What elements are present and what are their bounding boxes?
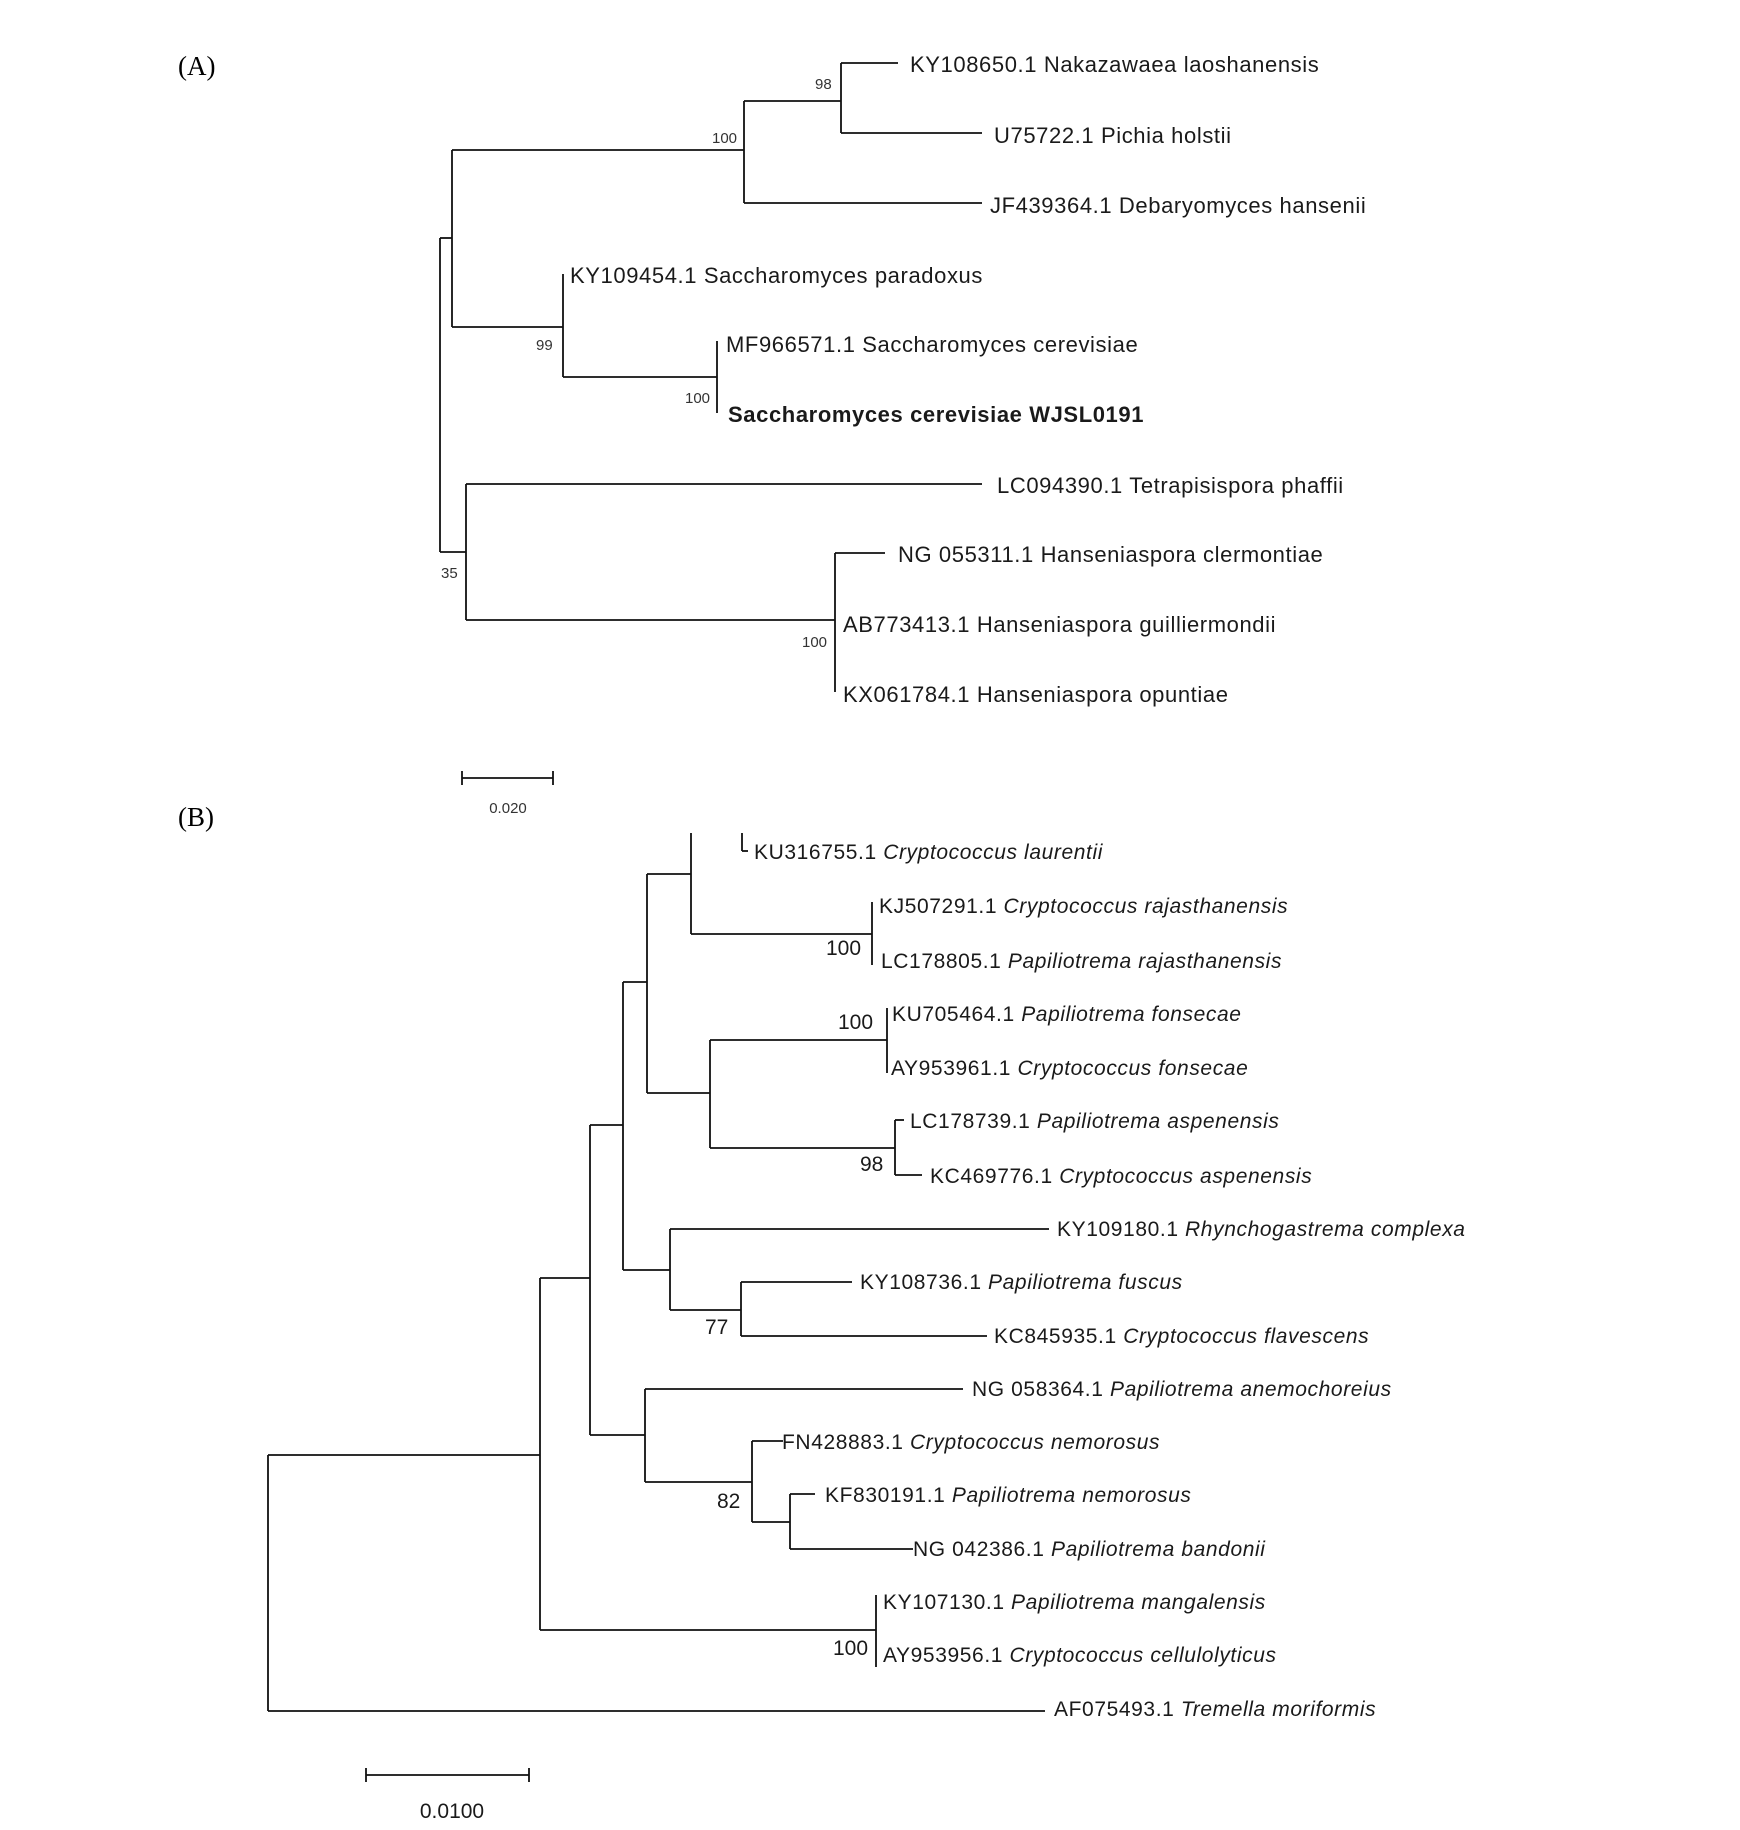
bootstrap-b-2: 100: [838, 1011, 873, 1034]
panel-b: (B): [178, 802, 1466, 1823]
panel-a-scale-bar: 0.020: [461, 771, 554, 817]
taxon-label-a-7: LC094390.1 Tetrapisispora phaffii: [997, 473, 1344, 498]
taxon-label-b-10: KC845935.1 Cryptococcus flavescens: [994, 1325, 1369, 1348]
taxon-label-b-1: KU316755.1 Cryptococcus laurentii: [754, 841, 1104, 864]
panel-b-label: (B): [178, 802, 214, 832]
taxon-label-b-17: AF075493.1 Tremella moriformis: [1054, 1698, 1376, 1721]
taxon-label-a-6: Saccharomyces cerevisiae WJSL0191: [728, 402, 1144, 427]
taxon-label-a-5: MF966571.1 Saccharomyces cerevisiae: [726, 332, 1138, 357]
taxon-label-b-9: KY108736.1 Papiliotrema fuscus: [860, 1271, 1183, 1294]
panel-a-label: (A): [178, 51, 215, 81]
taxon-label-b-15: KY107130.1 Papiliotrema mangalensis: [883, 1591, 1266, 1614]
bootstrap-a-3: 99: [536, 337, 553, 354]
taxon-label-b-12: FN428883.1 Cryptococcus nemorosus: [782, 1431, 1160, 1454]
taxon-label-b-11: NG 058364.1 Papiliotrema anemochoreius: [972, 1378, 1392, 1401]
bootstrap-b-3: 98: [860, 1153, 883, 1176]
panel-b-taxon-labels: KU316755.1 Cryptococcus laurentii KJ5072…: [754, 841, 1466, 1721]
bootstrap-a-1: 98: [815, 76, 832, 93]
taxon-label-b-7: KC469776.1 Cryptococcus aspenensis: [930, 1165, 1312, 1188]
panel-a-branches: [439, 62, 982, 692]
taxon-label-a-3: JF439364.1 Debaryomyces hansenii: [990, 193, 1366, 218]
bootstrap-b-5: 82: [717, 1490, 740, 1513]
bootstrap-b-1: 100: [826, 937, 861, 960]
taxon-label-b-14: NG 042386.1 Papiliotrema bandonii: [913, 1538, 1266, 1561]
taxon-label-b-2: KJ507291.1 Cryptococcus rajasthanensis: [879, 895, 1288, 918]
scale-bar-a-label: 0.020: [489, 800, 527, 817]
taxon-label-a-1: KY108650.1 Nakazawaea laoshanensis: [910, 52, 1319, 77]
bootstrap-b-6: 100: [833, 1637, 868, 1660]
taxon-label-a-10: KX061784.1 Hanseniaspora opuntiae: [843, 682, 1229, 707]
panel-a: (A): [178, 51, 1366, 817]
scale-bar-b-label: 0.0100: [420, 1800, 484, 1823]
taxon-label-a-9: AB773413.1 Hanseniaspora guilliermondii: [843, 612, 1276, 637]
bootstrap-a-2: 100: [712, 130, 737, 147]
taxon-label-b-4: KU705464.1 Papiliotrema fonsecae: [892, 1003, 1242, 1026]
taxon-label-a-2: U75722.1 Pichia holstii: [994, 123, 1232, 148]
bootstrap-a-6: 100: [802, 634, 827, 651]
taxon-label-b-16: AY953956.1 Cryptococcus cellulolyticus: [883, 1644, 1277, 1667]
taxon-label-b-8: KY109180.1 Rhynchogastrema complexa: [1057, 1218, 1466, 1241]
taxon-label-b-6: LC178739.1 Papiliotrema aspenensis: [910, 1110, 1279, 1133]
panel-b-bootstrap-values: 100 100 98 77 82 100: [705, 937, 883, 1660]
taxon-label-a-4: KY109454.1 Saccharomyces paradoxus: [570, 263, 983, 288]
taxon-label-b-5: AY953961.1 Cryptococcus fonsecae: [891, 1057, 1248, 1080]
panel-b-branches: [267, 833, 1049, 1712]
bootstrap-a-4: 100: [685, 390, 710, 407]
panel-a-taxon-labels: KY108650.1 Nakazawaea laoshanensis U7572…: [570, 52, 1366, 707]
panel-b-scale-bar: 0.0100: [365, 1768, 530, 1823]
taxon-label-a-8: NG 055311.1 Hanseniaspora clermontiae: [898, 542, 1323, 567]
taxon-label-b-13: KF830191.1 Papiliotrema nemorosus: [825, 1484, 1192, 1507]
bootstrap-a-5: 35: [441, 565, 458, 582]
taxon-label-b-3: LC178805.1 Papiliotrema rajasthanensis: [881, 950, 1282, 973]
panel-a-bootstrap-values: 98 100 99 100 35 100: [441, 76, 832, 651]
bootstrap-b-4: 77: [705, 1316, 728, 1339]
